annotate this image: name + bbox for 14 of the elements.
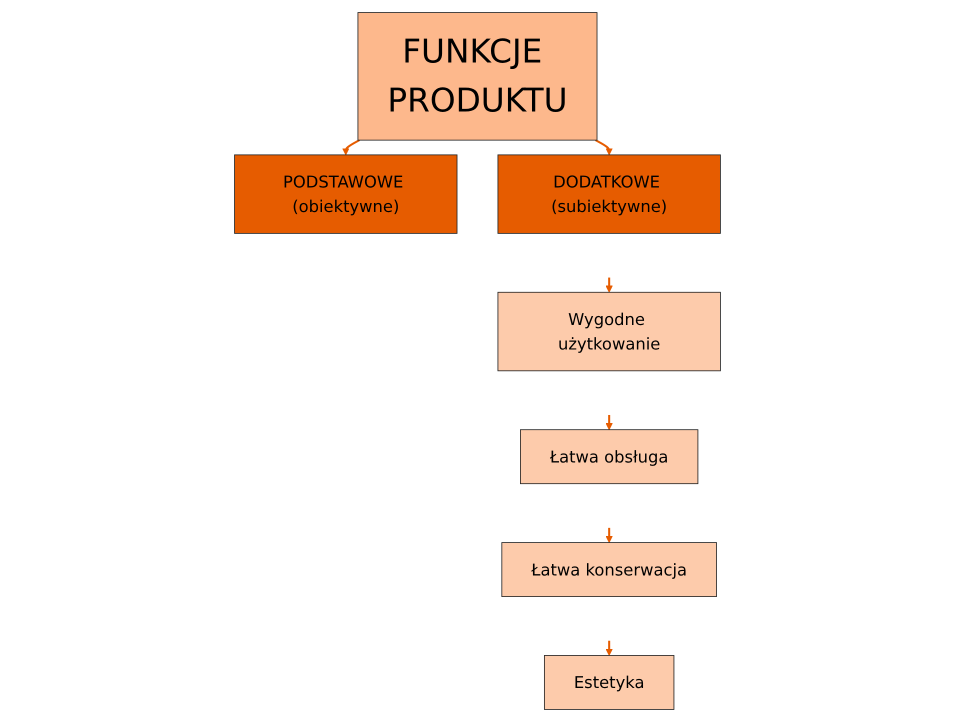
arrow xyxy=(606,414,613,430)
node-box xyxy=(498,154,721,234)
arrow xyxy=(606,528,613,543)
arrow xyxy=(606,278,613,293)
node-box xyxy=(498,292,721,372)
node-box xyxy=(358,12,598,141)
node-box xyxy=(234,154,458,234)
node-box xyxy=(501,542,717,597)
flowchart: FUNKCJE PRODUKTU PODSTAWOWE (obiektywne) DODATKOWE (subiektywne) Wygodne użytkowanie Łatwa obsługa Łatwa konserwacja Estetyka xyxy=(228,6,727,716)
arrow xyxy=(606,640,613,656)
node-box xyxy=(520,429,698,484)
arrow xyxy=(595,139,613,156)
arrow xyxy=(342,139,360,156)
node-box xyxy=(544,655,674,710)
